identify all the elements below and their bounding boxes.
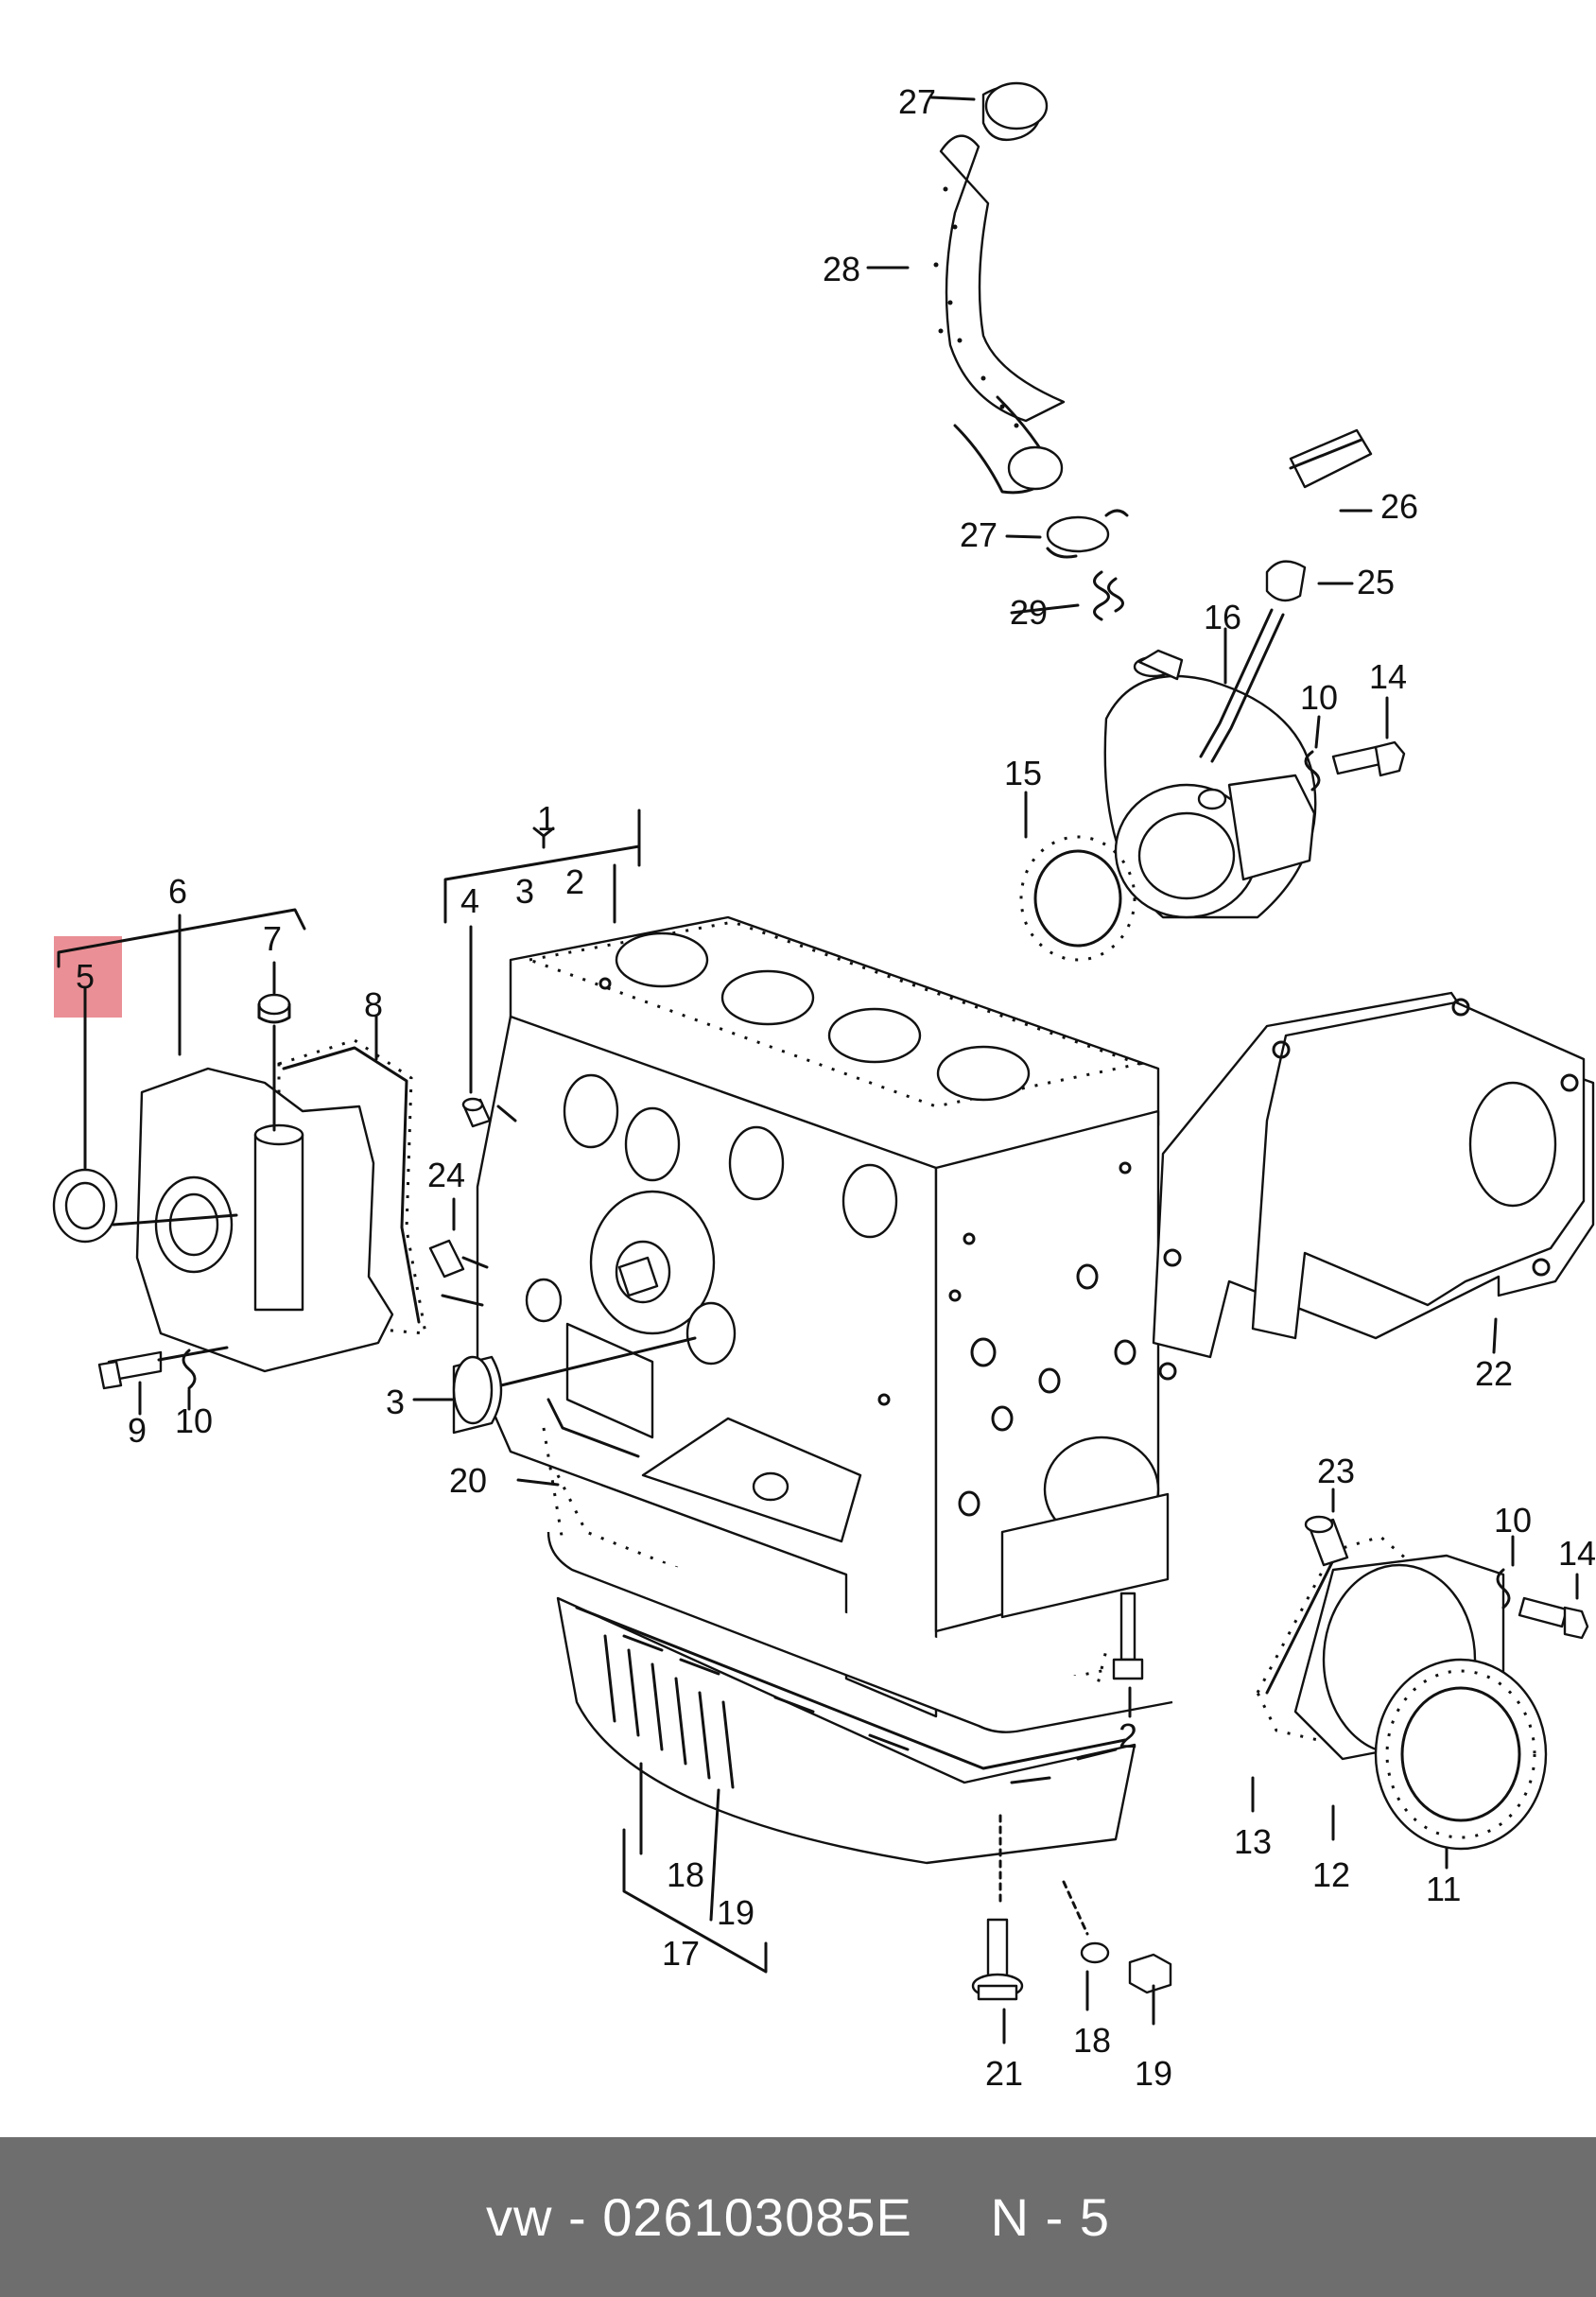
footer-brand: vw: [485, 2187, 553, 2247]
callout-19-top: 19: [717, 1893, 755, 1932]
callout-8: 8: [364, 985, 383, 1024]
footer-part-number: 026103085E: [602, 2187, 912, 2247]
callout-2-top: 2: [565, 862, 584, 901]
callout-10-left: 10: [175, 1401, 213, 1440]
callout-10-top: 10: [1300, 678, 1338, 717]
callout-21: 21: [985, 2054, 1023, 2093]
engine-block: [476, 915, 1170, 1718]
callout-22: 22: [1475, 1354, 1513, 1393]
callout-28: 28: [823, 250, 860, 288]
callout-27-bottom: 27: [960, 515, 998, 554]
footer-separator: -: [552, 2187, 603, 2247]
callout-10-right: 10: [1494, 1501, 1532, 1540]
callout-9: 9: [128, 1411, 147, 1450]
callout-2-bottom: 2: [1119, 1716, 1137, 1755]
callout-25: 25: [1357, 563, 1395, 601]
callout-20: 20: [449, 1461, 487, 1500]
callout-6: 6: [168, 872, 187, 911]
callout-12: 12: [1312, 1855, 1350, 1894]
callout-29: 29: [1010, 593, 1048, 632]
breather-hose-group: [866, 81, 1129, 621]
callout-15: 15: [1004, 754, 1042, 792]
callout-18-top: 18: [667, 1855, 704, 1894]
exploded-engine-block-diagram: 27 28 26 27 25 29 16 14 10 15 1 6 3 2 4 …: [52, 81, 1596, 2093]
callout-labels: 27 28 26 27 25 29 16 14 10 15 1 6 3 2 4 …: [76, 82, 1596, 2093]
callout-14-top: 14: [1369, 657, 1407, 696]
water-pump-group: [52, 908, 489, 1416]
callout-13: 13: [1234, 1822, 1272, 1861]
footer-gap: [912, 2186, 991, 2248]
callout-18-bottom: 18: [1073, 2021, 1111, 2060]
callout-1: 1: [537, 799, 556, 838]
footer-position: N - 5: [990, 2187, 1111, 2247]
callout-23: 23: [1317, 1452, 1355, 1490]
callout-14-right: 14: [1558, 1534, 1596, 1573]
seal-dowel-group: [412, 809, 697, 1435]
callout-3-top: 3: [515, 872, 534, 911]
callout-4: 4: [460, 881, 479, 920]
rear-seal-flange-group: [1251, 1488, 1589, 1870]
thermostat-housing-group: [1019, 428, 1406, 962]
callout-27-top: 27: [898, 82, 936, 121]
callout-3-bottom: 3: [386, 1383, 405, 1421]
callout-26: 26: [1380, 487, 1418, 526]
callout-16: 16: [1204, 598, 1241, 636]
callout-24: 24: [427, 1156, 465, 1194]
callout-11: 11: [1426, 1870, 1461, 1908]
callout-5: 5: [76, 957, 95, 996]
oil-pan-group: [516, 1427, 1173, 2045]
callout-17: 17: [662, 1934, 700, 1973]
adapter-plate: [1152, 991, 1595, 1381]
callout-19-bottom: 19: [1135, 2054, 1172, 2093]
callout-7: 7: [263, 919, 282, 958]
part-number-footer: vw - 026103085E N - 5: [0, 2137, 1596, 2297]
